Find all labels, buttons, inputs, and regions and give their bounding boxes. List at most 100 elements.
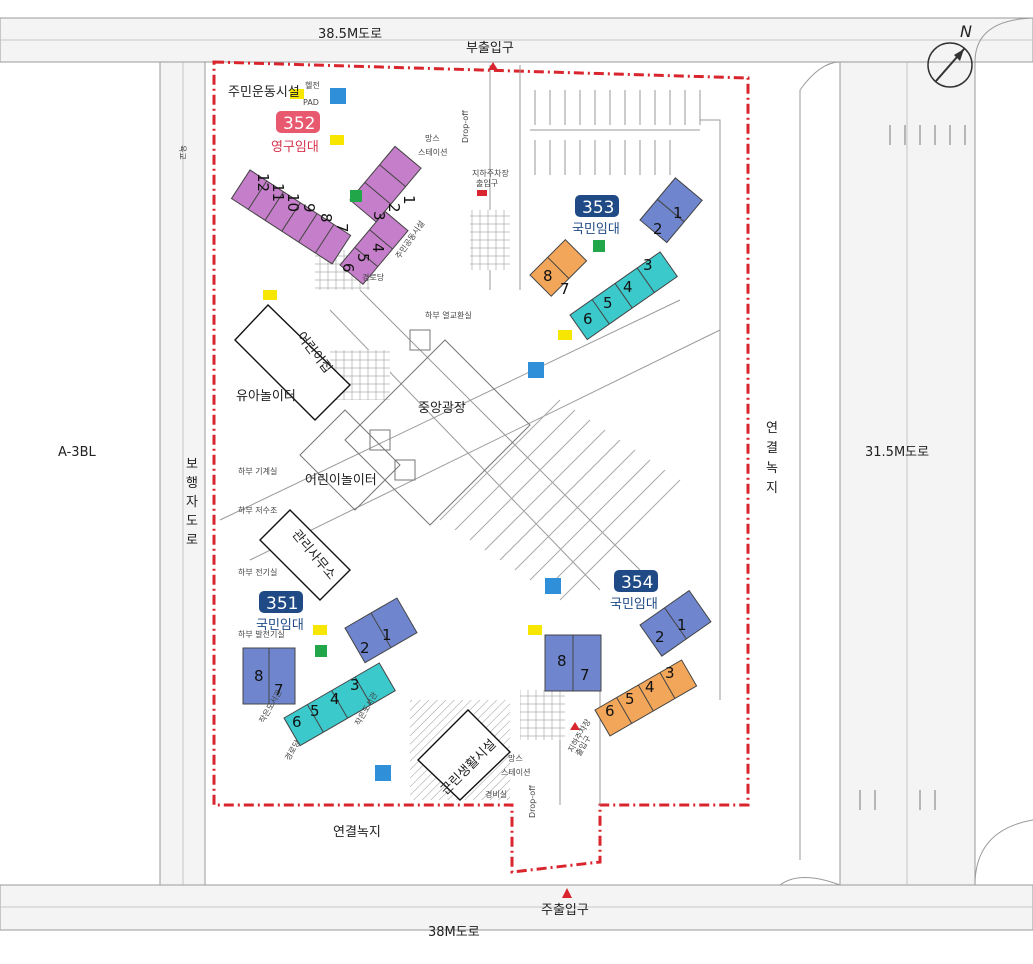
road-top-label: 38.5M도로 <box>318 27 382 42</box>
management-outline <box>259 509 351 601</box>
guard-label: 경비실 <box>485 789 507 799</box>
svg-text:3: 3 <box>370 211 388 221</box>
svg-text:보: 보 <box>186 457 198 472</box>
bicycle-icon <box>558 330 572 340</box>
svg-text:4: 4 <box>645 678 655 696</box>
building-351-blue-right[interactable] <box>344 597 418 664</box>
toddler-play-label: 유아놀이터 <box>236 389 296 404</box>
svg-text:3: 3 <box>643 256 653 274</box>
svg-text:1: 1 <box>382 626 392 644</box>
units-351: 8 7 6 5 4 3 2 1 <box>254 626 392 731</box>
svg-text:352: 352 <box>283 114 315 134</box>
facility-outlines <box>234 304 512 801</box>
north-label: N <box>960 22 972 41</box>
svg-text:자: 자 <box>186 495 198 510</box>
building-351-teal[interactable] <box>283 662 396 747</box>
heli-label-2: PAD <box>303 98 319 107</box>
svg-text:5: 5 <box>603 294 613 312</box>
svg-text:1: 1 <box>673 204 683 222</box>
svg-text:8: 8 <box>557 652 567 670</box>
building-label-354[interactable]: 354 국민임대 <box>610 570 658 612</box>
svg-text:3: 3 <box>350 676 360 694</box>
under-vent-label: 하부 열교환실 <box>425 310 472 320</box>
internal-paths <box>219 65 721 805</box>
building-352-south[interactable] <box>339 210 409 285</box>
svg-text:10: 10 <box>284 193 302 212</box>
svg-text:3: 3 <box>665 664 675 682</box>
bicycle-icon <box>330 135 344 145</box>
entrance-markers <box>477 62 580 898</box>
mang-bottom-2: 스테이션 <box>501 767 530 777</box>
neighborhood-outline <box>416 709 512 801</box>
recycle-icon <box>528 362 544 378</box>
building-353-orange[interactable] <box>529 238 588 297</box>
heli-label-1: 헬전 <box>305 80 320 90</box>
under-gen-label: 하부 발전기실 <box>238 629 285 639</box>
building-label-353[interactable]: 353 국민임대 <box>572 195 620 237</box>
svg-text:354: 354 <box>621 573 653 593</box>
svg-text:지하주차장: 지하주차장 <box>472 168 509 178</box>
road-bottom-label: 38M도로 <box>428 925 480 940</box>
svg-text:6: 6 <box>583 310 593 328</box>
svg-text:9: 9 <box>300 203 318 213</box>
road-right-label: 31.5M도로 <box>865 445 929 460</box>
svg-text:1: 1 <box>677 616 687 634</box>
svg-text:7: 7 <box>580 666 590 684</box>
bicycle-icon <box>263 290 277 300</box>
building-label-352[interactable]: 352 영구임대 <box>271 111 320 155</box>
sub-entrance-label: 부출입구 <box>466 41 514 56</box>
svg-text:로: 로 <box>186 533 198 548</box>
green-bottom-label: 연결녹지 <box>333 825 381 840</box>
svg-text:4: 4 <box>330 690 340 708</box>
building-352-east[interactable] <box>349 145 422 223</box>
svg-text:5: 5 <box>625 690 635 708</box>
svg-text:결: 결 <box>766 441 778 456</box>
svg-text:7: 7 <box>274 681 284 699</box>
under-pump-label: 하부 기계실 <box>238 466 277 476</box>
bicycle-icon <box>313 625 327 635</box>
parking-exit-top: 지하주차장 출입구 <box>472 168 509 188</box>
svg-text:8: 8 <box>543 267 553 285</box>
svg-text:7: 7 <box>333 223 351 233</box>
building-351-blue-left[interactable] <box>242 647 296 705</box>
bridge-label: 육교 <box>178 145 187 160</box>
svg-text:1: 1 <box>400 195 418 205</box>
svg-text:지: 지 <box>766 481 778 496</box>
building-352[interactable] <box>230 169 352 265</box>
svg-text:연: 연 <box>766 421 778 436</box>
svg-text:6: 6 <box>292 713 302 731</box>
bike-icons <box>263 89 605 657</box>
gym-label: 주민운동시설 <box>228 85 300 100</box>
svg-text:도: 도 <box>186 514 198 529</box>
mang-top-2: 스테이션 <box>418 147 447 157</box>
svg-text:5: 5 <box>354 253 372 263</box>
building-354-blue-left[interactable] <box>544 634 602 692</box>
plaza-paving-354 <box>520 690 565 740</box>
site-boundary <box>212 60 750 874</box>
under-tank-label: 하부 저수조 <box>238 505 277 515</box>
bicycle-icon <box>528 625 542 635</box>
svg-text:353: 353 <box>582 198 614 218</box>
svg-text:2: 2 <box>653 220 663 238</box>
parking-exit-bottom: 지하주차장 출입구 <box>566 717 593 758</box>
svg-text:4: 4 <box>369 243 387 253</box>
building-354-blue-right[interactable] <box>639 589 712 657</box>
building-353-blue[interactable] <box>639 177 703 244</box>
svg-text:2: 2 <box>385 203 403 213</box>
heli-pad-icon <box>290 89 304 99</box>
building-353-teal[interactable] <box>569 251 679 341</box>
drop-off-bottom: Drop-off <box>528 785 537 818</box>
under-elec-label: 하부 전기실 <box>238 567 277 577</box>
drop-off-top: Drop-off <box>461 110 470 143</box>
green-right-label: 연 결 녹 지 <box>766 421 778 496</box>
lane-arrows <box>859 125 966 810</box>
svg-text:11: 11 <box>269 183 287 202</box>
svg-text:5: 5 <box>310 702 320 720</box>
building-354-orange[interactable] <box>594 659 698 737</box>
building-label-351[interactable]: 351 국민임대 <box>256 591 304 633</box>
svg-text:영구임대: 영구임대 <box>271 140 319 155</box>
kids-play-label: 어린이놀이터 <box>305 473 377 488</box>
block-left-label: A-3BL <box>58 445 96 460</box>
svg-text:8: 8 <box>254 667 264 685</box>
